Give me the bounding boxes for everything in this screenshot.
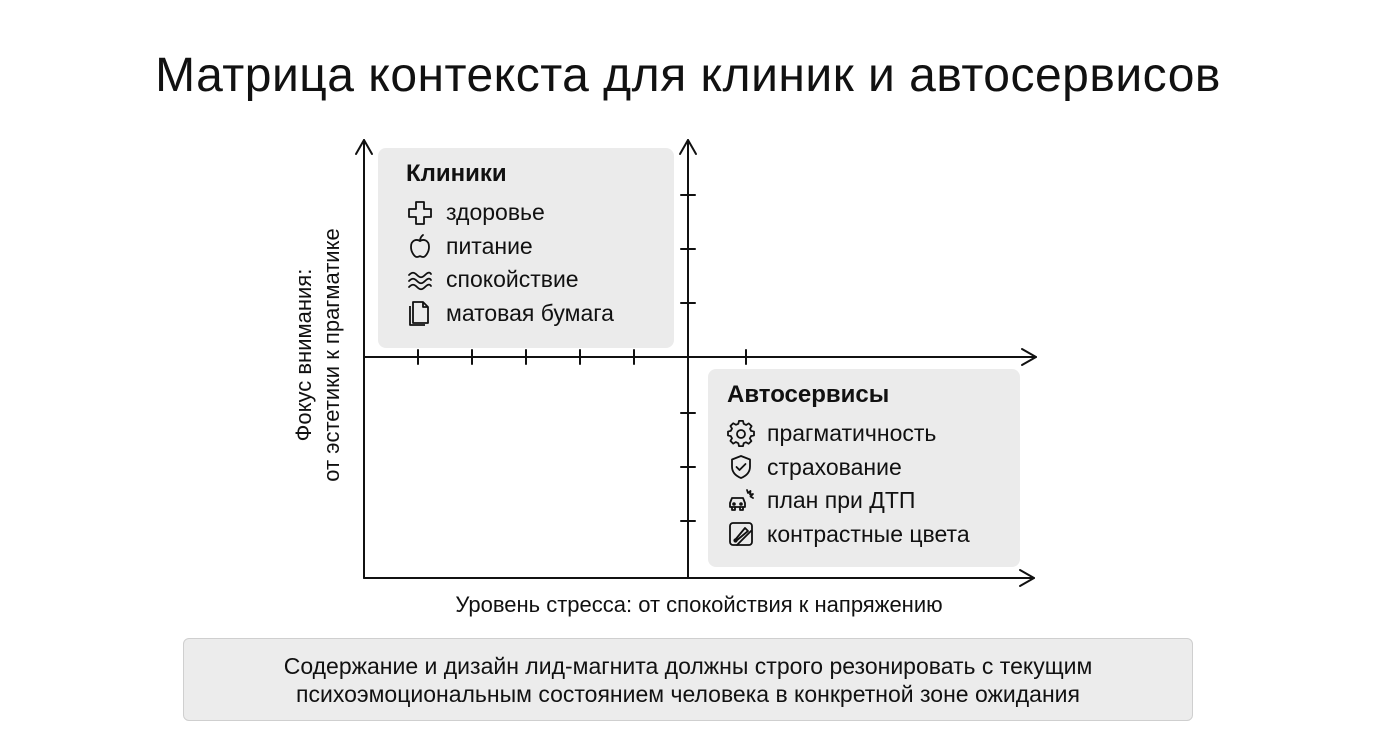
shield-check-icon [727, 453, 755, 481]
auto-item-contrast-colors: контрастные цвета [727, 518, 1020, 552]
apple-icon [406, 232, 434, 260]
auto-item-pragmatism: прагматичность [727, 417, 1020, 451]
auto-item-label: план при ДТП [767, 487, 916, 514]
clinics-item-label: здоровье [446, 199, 545, 226]
auto-heading: Автосервисы [727, 381, 890, 408]
clinics-card: Клиники здоровье питание спокойствие [378, 148, 674, 348]
gear-icon [727, 419, 755, 448]
auto-item-insurance: страхование [727, 451, 1020, 485]
clinics-item-label: матовая бумага [446, 299, 614, 326]
conclusion-note-line1: Содержание и дизайн лид-магнита должны с… [283, 652, 1093, 679]
auto-item-label: контрастные цвета [767, 520, 970, 547]
auto-item-accident-plan: план при ДТП [727, 484, 1020, 518]
center-y-axis-arrow [679, 139, 697, 155]
y-axis-label: Фокус внимания: от эстетики к прагматике [290, 190, 346, 520]
left-y-axis-arrow [355, 139, 373, 155]
clinics-item-nutrition: питание [406, 230, 674, 264]
middle-axis-ticks [417, 349, 747, 365]
x-axis-label: Уровень стресса: от спокойствия к напряж… [455, 592, 943, 617]
clinics-item-label: питание [446, 232, 533, 259]
auto-item-label: прагматичность [767, 420, 937, 447]
y-axis-label-line2: от эстетики к прагматике [319, 228, 344, 482]
clinics-heading: Клиники [406, 160, 507, 187]
center-axis-ticks [680, 194, 696, 522]
auto-card: Автосервисы прагматичность страхование [708, 369, 1020, 567]
clinics-item-health: здоровье [406, 196, 674, 230]
bottom-x-axis-arrow [1019, 569, 1035, 587]
clinics-item-calm: спокойствие [406, 263, 674, 297]
conclusion-note-line2: психоэмоциональным состоянием человека в… [296, 680, 1080, 707]
middle-x-axis-arrow [1021, 348, 1037, 366]
clinics-item-matte-paper: матовая бумага [406, 297, 674, 331]
medical-cross-icon [406, 199, 434, 227]
car-crash-icon [727, 487, 755, 515]
clinics-item-label: спокойствие [446, 266, 579, 293]
waves-icon [406, 266, 434, 294]
conclusion-note: Содержание и дизайн лид-магнита должны с… [183, 638, 1193, 721]
y-axis-label-line1: Фокус внимания: [291, 268, 316, 442]
auto-item-label: страхование [767, 453, 902, 480]
color-swatch-icon [727, 520, 755, 548]
document-icon [406, 299, 434, 327]
page-title: Матрица контекста для клиник и автосерви… [155, 49, 1221, 102]
